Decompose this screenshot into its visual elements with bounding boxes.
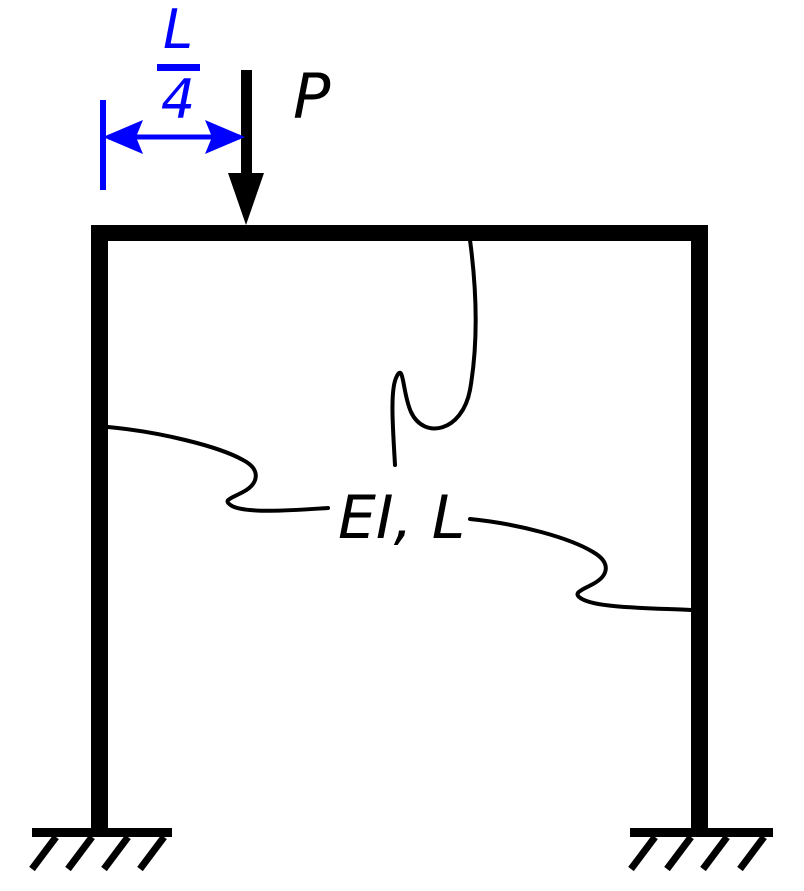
left-fixed-support <box>29 828 172 872</box>
member-property-label: EI, L <box>338 483 465 553</box>
point-load-arrow <box>228 70 264 225</box>
left-column-leader-curve <box>106 425 330 513</box>
property-leader-lines <box>106 238 693 612</box>
dimension-arrow-right <box>205 120 245 154</box>
load-label: P <box>293 60 331 133</box>
right-support-hatching <box>628 834 767 872</box>
dimension-numerator-label: L <box>163 0 193 61</box>
left-support-base <box>32 828 172 837</box>
right-support-base <box>630 828 773 837</box>
right-column-leader-curve <box>468 517 693 612</box>
dimension-arrow-left <box>103 120 143 154</box>
beam-member <box>91 225 708 241</box>
beam-leader-curve <box>390 238 478 467</box>
dimension-denominator-label: 4 <box>161 68 195 131</box>
fraction-bar <box>157 64 200 71</box>
left-support-hatching <box>29 834 167 872</box>
left-column-member <box>91 225 108 832</box>
dimension-l-over-4 <box>100 64 245 190</box>
frame-members <box>91 225 708 832</box>
right-column-member <box>691 225 708 832</box>
right-fixed-support <box>628 828 773 872</box>
load-arrow-shaft <box>241 70 252 175</box>
load-arrow-head <box>228 173 264 225</box>
